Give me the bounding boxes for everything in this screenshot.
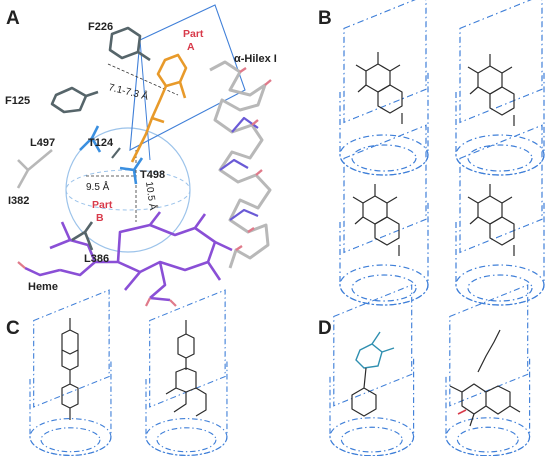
measurement-10-5: 10.5 Å [143, 181, 160, 212]
panel-b: B [318, 0, 545, 306]
molecule-d2 [449, 329, 521, 427]
panel-c: C [6, 289, 228, 456]
part-a-plane [129, 4, 246, 151]
i382-residue [16, 149, 53, 189]
measurement-9-5: 9.5 Å [86, 180, 110, 193]
t124-residue [111, 147, 121, 159]
molecule-d1-ring [351, 367, 377, 417]
label-l497: L497 [30, 137, 55, 149]
part-a-plane-edge [139, 39, 151, 161]
distance-line-1 [107, 63, 179, 96]
helix-backbone [209, 60, 272, 269]
cage-c2 [145, 289, 228, 456]
label-f226: F226 [88, 21, 113, 33]
panel-letter-c: C [6, 318, 20, 339]
molecule-b2 [467, 53, 515, 127]
cage-d1 [329, 284, 415, 456]
part-a-label-line2: A [187, 41, 195, 53]
molecule-b3 [352, 183, 400, 257]
panel-a: A F226 F125 L497 T124 T498 I [5, 4, 277, 307]
label-heme: Heme [28, 281, 58, 293]
label-helix: α-Hilex I [234, 53, 277, 65]
molecule-b4 [467, 183, 515, 257]
part-a-label-line1: Part [183, 28, 204, 40]
t498-residue [119, 157, 144, 185]
panel-d: D [318, 284, 531, 456]
cage-b1 [339, 0, 429, 176]
cage-d2 [445, 284, 531, 456]
f226-residue [108, 26, 151, 62]
part-b-label-line1: Part [92, 199, 113, 211]
ligand-structure [130, 53, 188, 163]
heme-structure [24, 211, 233, 302]
part-b-label-line2: B [96, 212, 104, 224]
cage-b3 [339, 124, 429, 306]
l497-residue [79, 125, 102, 153]
l386-residue [71, 221, 94, 251]
f125-residue [50, 86, 99, 114]
label-l386: L386 [84, 253, 109, 265]
panel-letter-a: A [6, 8, 20, 29]
label-i382: I382 [8, 195, 29, 207]
molecule-d2-oxygen [457, 409, 467, 415]
molecule-b1 [355, 51, 403, 125]
panel-letter-b: B [318, 8, 332, 29]
helix-oxygens [235, 67, 272, 251]
molecule-c1 [61, 318, 79, 420]
panel-letter-d: D [318, 318, 332, 339]
label-f125: F125 [5, 95, 30, 107]
cage-b4 [455, 124, 545, 306]
molecule-c2 [165, 320, 207, 417]
heme-carboxylates [17, 261, 177, 307]
molecule-d1 [355, 331, 395, 369]
label-t124: T124 [88, 137, 114, 149]
label-t498: T498 [140, 169, 165, 181]
